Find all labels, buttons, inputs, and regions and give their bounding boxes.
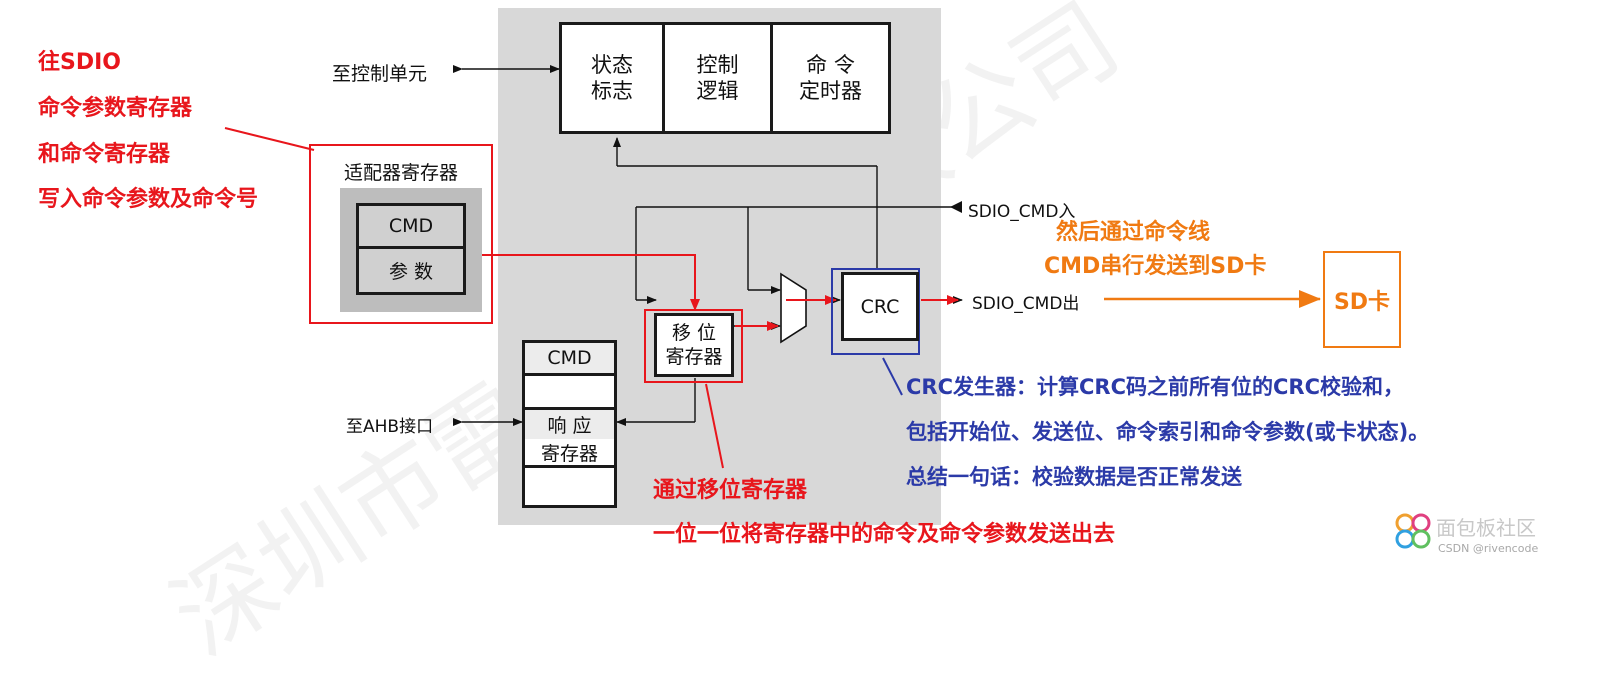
to-ahb-label: 至AHB接口 xyxy=(346,417,434,437)
blue-note-line-1: CRC发生器：计算CRC码之前所有位的CRC校验和， xyxy=(906,375,1404,399)
status-flag-block: 状态 标志 xyxy=(559,22,662,134)
response-register-stack: CMD 响 应 寄存器 xyxy=(522,340,617,508)
crc-block: CRC xyxy=(841,272,919,341)
orange-note-line-2: CMD串行发送到SD卡 xyxy=(1044,254,1267,279)
to-control-unit-label: 至控制单元 xyxy=(332,63,428,85)
control-logic-block: 控制 逻辑 xyxy=(662,22,770,134)
sdio-cmd-in-label: SDIO_CMD入 xyxy=(968,202,1076,222)
adapter-register-highlight xyxy=(309,144,493,324)
response-resp-cell: 响 应 xyxy=(525,410,614,439)
connector-lines xyxy=(224,65,1321,469)
adapter-register-stack: CMD 参 数 xyxy=(356,203,466,295)
orange-note-line-1: 然后通过命令线 xyxy=(1056,220,1211,245)
sd-card-label: SD卡 xyxy=(1333,289,1391,315)
command-timer-block: 命 令 定时器 xyxy=(770,22,891,134)
brand-logo-icon xyxy=(1395,513,1431,549)
shift-register-block: 移 位 寄存器 xyxy=(654,313,734,377)
blue-note-line-2: 包括开始位、发送位、命令索引和命令参数(或卡状态)。 xyxy=(906,420,1430,444)
left-note-line-3: 和命令寄存器 xyxy=(38,142,171,167)
sd-card-box: SD卡 xyxy=(1323,251,1401,348)
response-blank-cell-1 xyxy=(525,376,614,410)
sdio-cmd-out-label: SDIO_CMD出 xyxy=(972,294,1080,314)
response-blank-cell-2 xyxy=(525,468,614,498)
shift-register-highlight xyxy=(644,309,743,383)
adapter-register-title: 适配器寄存器 xyxy=(344,162,459,184)
footer-credit: CSDN @rivencode xyxy=(1438,542,1539,555)
left-note-line-2: 命令参数寄存器 xyxy=(38,96,193,121)
footer-brand: 面包板社区 xyxy=(1436,516,1536,540)
bottom-note-line-1: 通过移位寄存器 xyxy=(653,478,808,503)
blue-note-line-3: 总结一句话：校验数据是否正常发送 xyxy=(906,465,1242,489)
response-cmd-cell: CMD xyxy=(525,343,614,376)
response-reg-cell: 寄存器 xyxy=(525,439,614,468)
crc-highlight xyxy=(831,268,920,355)
top-blocks: 状态 标志 控制 逻辑 命 令 定时器 xyxy=(559,22,891,134)
left-note-line-1: 往SDIO xyxy=(38,50,121,75)
adapter-param-cell: 参 数 xyxy=(359,249,463,292)
bottom-note-line-2: 一位一位将寄存器中的命令及命令参数发送出去 xyxy=(653,522,1116,547)
adapter-cmd-cell: CMD xyxy=(359,206,463,249)
left-note-line-4: 写入命令参数及命令号 xyxy=(38,187,259,212)
